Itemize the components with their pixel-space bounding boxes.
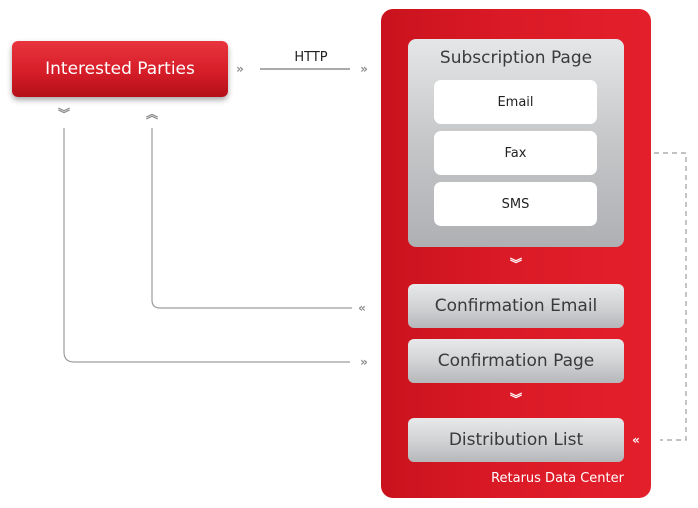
confirmation-page-connector [63, 128, 350, 363]
arrow-right-icon: » [360, 355, 368, 369]
arrow-left-icon: « [632, 433, 640, 447]
confirmation-page-label: Confirmation Page [437, 351, 595, 371]
interested-parties-label: Interested Parties [45, 59, 195, 79]
arrow-down-icon: ︾ [509, 392, 522, 406]
confirmation-email-box: Confirmation Email [408, 284, 624, 328]
confirmation-email-label: Confirmation Email [434, 296, 598, 316]
option-label: Fax [504, 145, 527, 161]
option-email: Email [434, 80, 597, 124]
http-label: HTTP [294, 50, 328, 65]
distribution-list-box: Distribution List [408, 418, 624, 462]
option-sms: SMS [434, 182, 597, 226]
option-label: Email [497, 94, 534, 110]
subscription-page-title: Subscription Page [439, 48, 593, 68]
arrow-left-icon: « [358, 301, 366, 315]
arrow-up-icon: ︽ [145, 107, 158, 121]
arrow-down-icon: ︾ [509, 257, 522, 271]
arrow-right-icon: » [360, 62, 368, 76]
interested-parties-box: Interested Parties [12, 41, 228, 97]
option-fax: Fax [434, 131, 597, 175]
fax-distribution-connector [600, 152, 687, 441]
distribution-list-label: Distribution List [448, 430, 584, 450]
arrow-right-icon: » [236, 62, 244, 76]
confirmation-email-connector [151, 128, 352, 309]
confirmation-page-box: Confirmation Page [408, 339, 624, 383]
option-label: SMS [501, 196, 530, 212]
arrow-down-icon: ︾ [57, 107, 70, 121]
data-center-label: Retarus Data Center [491, 471, 624, 486]
